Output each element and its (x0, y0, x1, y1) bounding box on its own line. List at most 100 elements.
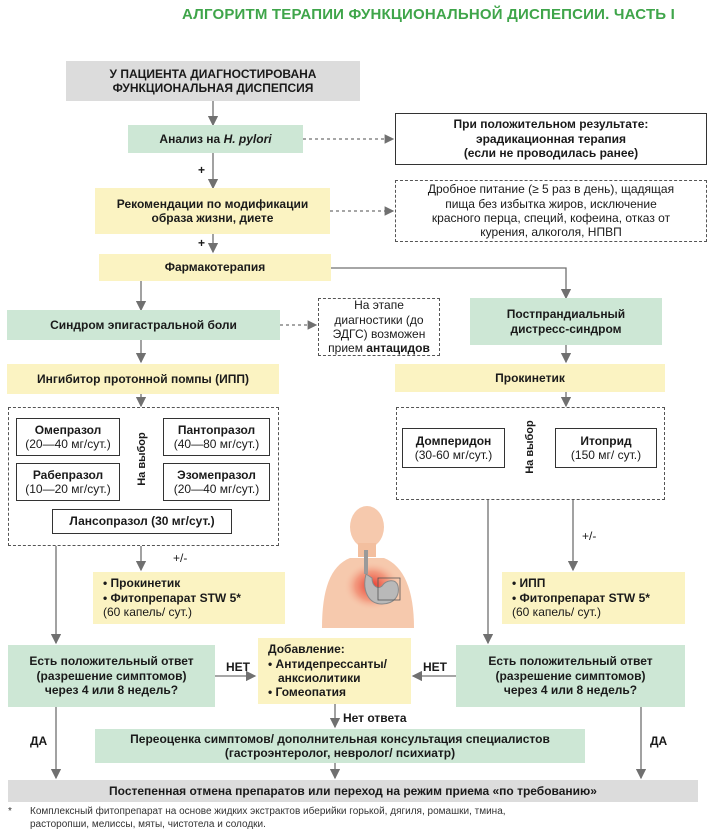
edge-label-plus-1: + (198, 163, 206, 177)
itopride-name: Итоприд (580, 433, 632, 448)
lansoprazole-box: Лансопразол (30 мг/сут.) (52, 509, 232, 534)
rabeprazole-dose: (10—20 мг/сут.) (25, 482, 111, 496)
diet-line3: красного перца, специй, кофеина, отказ о… (431, 211, 671, 225)
domperidone-box: Домперидон (30-60 мг/сут.) (402, 428, 505, 468)
diet-line2: пища без избытка жиров, исключение (445, 196, 657, 211)
epigastric-pain-box: Синдром эпигастральной боли (7, 310, 280, 340)
ppi-box: Ингибитор протонной помпы (ИПП) (7, 364, 279, 394)
lansoprazole-label: Лансопразол (30 мг/сут.) (69, 514, 215, 529)
domperidone-dose: (30-60 мг/сут.) (414, 448, 493, 462)
hpylori-test-box: Анализ на H. pylori (128, 125, 303, 153)
itopride-box: Итоприд (150 мг/ сут.) (555, 428, 657, 468)
postprandial-box: Постпрандиальный дистресс-синдром (470, 298, 662, 345)
edge-label-plus-minus-right: +/- (582, 529, 597, 543)
response-right-line2: (разрешение симптомов) (495, 668, 646, 683)
left-additions-box: • Прокинетик • Фитопрепарат STW 5* (60 к… (93, 572, 285, 624)
rabeprazole-name: Рабепразол (32, 467, 104, 482)
taper-label: Постепенная отмена препаратов или перехо… (109, 783, 597, 798)
right-additions-box: • ИПП • Фитопрепарат STW 5* (60 капель/ … (502, 572, 685, 624)
itopride-dose: (150 мг/ сут.) (570, 448, 642, 462)
pantoprazole-box: Пантопразол (40—80 мг/сут.) (163, 418, 270, 456)
edge-label-yes-left: ДА (30, 734, 48, 748)
diet-line4: курения, алкоголя, НПВП (480, 225, 622, 240)
antacid-bold: антацидов (366, 341, 430, 356)
antacid-line3: ЭДГС) возможен (332, 327, 426, 341)
omeprazole-dose: (20—40 мг/сут.) (25, 437, 111, 451)
right-add-item1: • ИПП (512, 576, 546, 591)
edge-label-plus-2: + (198, 236, 206, 250)
pharmacotherapy-box: Фармакотерапия (99, 254, 331, 281)
response-left-line2: (разрешение симптомов) (36, 668, 187, 683)
choice-label-right: На выбор (524, 420, 536, 474)
response-left-line3: через 4 или 8 недель? (44, 683, 179, 698)
prokinetic-box: Прокинетик (395, 364, 665, 392)
diagnosis-box: У ПАЦИЕНТА ДИАГНОСТИРОВАНА ФУНКЦИОНАЛЬНА… (66, 61, 360, 101)
addition-item2: анксиолитики (278, 671, 361, 685)
diagnosis-line1: У ПАЦИЕНТА ДИАГНОСТИРОВАНА (109, 66, 317, 81)
antacid-prefix: прием (328, 341, 367, 356)
antacid-note-box: На этапе диагностики (до ЭДГС) возможен … (318, 298, 440, 356)
right-response-question: Есть положительный ответ (разрешение сим… (456, 645, 685, 707)
edge-label-plus-minus-left: +/- (173, 551, 188, 565)
left-add-item1: • Прокинетик (103, 576, 181, 591)
hpylori-prefix: Анализ на (159, 131, 224, 146)
positive-line3: (если не проводилась ранее) (463, 146, 639, 161)
esomeprazole-name: Эзомепразол (177, 467, 256, 482)
positive-line1: При положительном результате: (453, 117, 649, 132)
postprandial-line2: дистресс-синдром (510, 321, 622, 336)
footnote: * Комплексный фитопрепарат на основе жид… (8, 806, 708, 831)
antacid-line2: диагностики (до (334, 312, 424, 327)
reassess-line2: (гастроэнтеролог, невролог/ психиатр) (224, 746, 456, 760)
diagnosis-line2: ФУНКЦИОНАЛЬНАЯ ДИСПЕПСИЯ (112, 81, 314, 95)
diet-line1: Дробное питание (≥ 5 раз в день), щадяща… (427, 182, 675, 197)
prokinetic-label: Прокинетик (495, 370, 565, 385)
footnote-line2: расторопши, мелиссы, мяты, чистотела и с… (30, 818, 266, 830)
reassess-box: Переоценка симптомов/ дополнительная кон… (95, 729, 585, 763)
diet-box: Дробное питание (≥ 5 раз в день), щадяща… (395, 180, 707, 242)
domperidone-name: Домперидон (415, 433, 492, 448)
right-add-item2: • Фитопрепарат STW 5* (512, 590, 650, 605)
rabeprazole-box: Рабепразол (10—20 мг/сут.) (16, 463, 120, 501)
postprandial-line1: Постпрандиальный (506, 307, 626, 322)
pantoprazole-name: Пантопразол (177, 422, 256, 437)
edge-label-no-answer: Нет ответа (343, 711, 407, 725)
response-left-line1: Есть положительный ответ (29, 654, 194, 669)
ppi-label: Ингибитор протонной помпы (ИПП) (37, 371, 249, 386)
left-add-item2: • Фитопрепарат STW 5* (103, 590, 241, 605)
right-add-item3: (60 капель/ сут.) (512, 605, 602, 620)
response-right-line1: Есть положительный ответ (488, 654, 653, 669)
pharmacotherapy-label: Фармакотерапия (164, 260, 266, 275)
lifestyle-line2: образа жизни, диете (151, 211, 274, 225)
esomeprazole-dose: (20—40 мг/сут.) (173, 482, 260, 496)
lifestyle-box: Рекомендации по модификации образа жизни… (95, 188, 330, 234)
addition-box: Добавление: • Антидепрессанты/ анксиолит… (258, 638, 411, 704)
edge-label-no-left: НЕТ (226, 660, 250, 674)
lifestyle-line1: Рекомендации по модификации (116, 196, 309, 211)
response-right-line3: через 4 или 8 недель? (503, 683, 638, 698)
addition-item1: • Антидепрессанты/ (268, 656, 387, 671)
hpylori-italic: H. pylori (223, 131, 272, 146)
eradication-box: При положительном результате: эрадикацио… (395, 113, 707, 165)
left-add-item3: (60 капель/ сут.) (103, 605, 193, 620)
reassess-line1: Переоценка симптомов/ дополнительная кон… (130, 731, 550, 746)
prokinetic-choice-group (396, 407, 665, 500)
ppi-choice-group (8, 407, 279, 546)
edge-label-yes-right: ДА (650, 734, 668, 748)
esomeprazole-box: Эзомепразол (20—40 мг/сут.) (163, 463, 270, 501)
left-response-question: Есть положительный ответ (разрешение сим… (8, 645, 215, 707)
omeprazole-name: Омепразол (34, 422, 102, 437)
positive-line2: эрадикационная терапия (475, 131, 627, 146)
edge-label-no-right: НЕТ (423, 660, 447, 674)
taper-box: Постепенная отмена препаратов или перехо… (8, 780, 698, 802)
footnote-line1: Комплексный фитопрепарат на основе жидки… (30, 806, 506, 817)
choice-label-left: На выбор (136, 432, 148, 486)
antacid-line4: прием антацидов (328, 341, 430, 355)
antacid-line1: На этапе (354, 298, 404, 313)
epigastric-label: Синдром эпигастральной боли (50, 317, 237, 332)
addition-title: Добавление: (268, 642, 345, 657)
footnote-marker: * (8, 806, 12, 817)
page-title: АЛГОРИТМ ТЕРАПИИ ФУНКЦИОНАЛЬНОЙ ДИСПЕПСИ… (182, 6, 676, 23)
addition-item3: • Гомеопатия (268, 685, 346, 700)
omeprazole-box: Омепразол (20—40 мг/сут.) (16, 418, 120, 456)
